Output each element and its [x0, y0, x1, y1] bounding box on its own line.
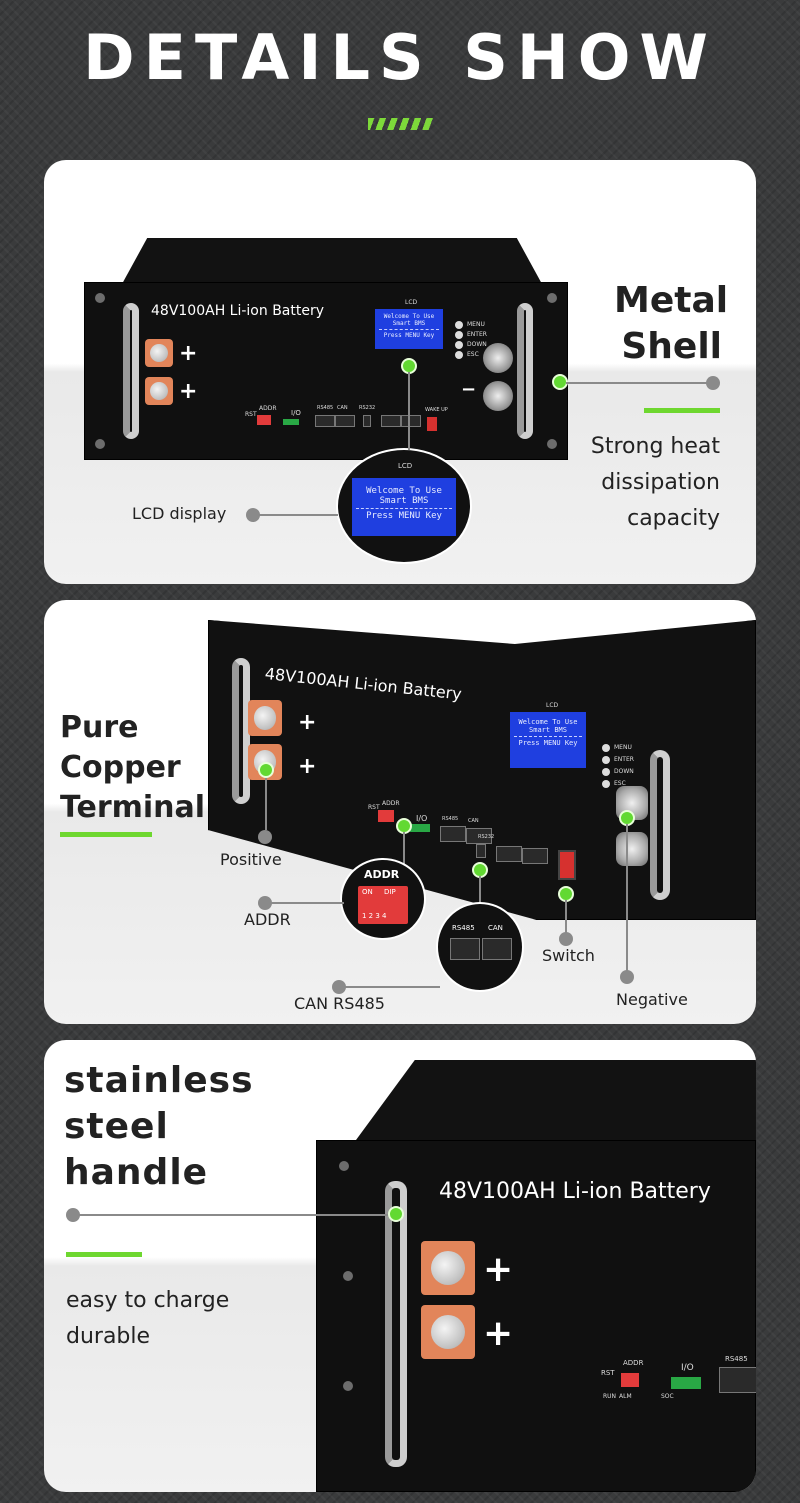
- callout-can-rs485: CAN RS485: [294, 994, 385, 1013]
- battery-front-panel: 48V100AH Li-ion Battery + + RST ADDR RUN…: [316, 1140, 756, 1492]
- battery-model-label: 48V100AH Li-ion Battery: [151, 303, 325, 319]
- callout-lcd-display: LCD display: [132, 504, 227, 523]
- handle-left: [123, 303, 139, 439]
- negative-terminal-2: [483, 381, 513, 411]
- heading-shell: Shell: [621, 326, 722, 367]
- card-metal-shell: 48V100AH Li-ion Battery + + LCD Welcome …: [44, 160, 756, 584]
- negative-terminal-2: [616, 832, 648, 866]
- heading-steel: steel: [64, 1106, 169, 1147]
- positive-terminal-2: [145, 377, 173, 405]
- accent-stripes: [368, 118, 434, 130]
- page-title: DETAILS SHOW: [83, 21, 717, 94]
- battery-top-lid: [122, 238, 542, 284]
- callout-negative: Negative: [616, 990, 688, 1009]
- negative-terminal: [483, 343, 513, 373]
- desc-line-2: durable: [66, 1324, 151, 1349]
- desc-line-3: capacity: [627, 506, 720, 531]
- desc-line-2: dissipation: [601, 470, 720, 495]
- addr-zoom-circle: ADDR ON DIP 1 2 3 4: [340, 858, 426, 940]
- desc-line-1: Strong heat: [590, 434, 720, 459]
- desc-line-1: easy to charge: [66, 1288, 230, 1313]
- heading-metal: Metal: [614, 280, 729, 321]
- battery-top-lid: [356, 1060, 756, 1140]
- positive-terminal: [421, 1241, 475, 1295]
- battery-model-label: 48V100AH Li-ion Battery: [439, 1179, 711, 1204]
- callout-switch: Switch: [542, 946, 595, 965]
- heading-stainless: stainless: [64, 1060, 254, 1101]
- heading-copper: Copper: [60, 750, 181, 785]
- positive-terminal: [145, 339, 173, 367]
- heading-underline: [644, 408, 720, 413]
- handle-steel: [385, 1181, 407, 1467]
- heading-underline: [60, 832, 152, 837]
- card-steel-handle: 48V100AH Li-ion Battery + + RST ADDR RUN…: [44, 1040, 756, 1492]
- callout-addr: ADDR: [244, 910, 291, 929]
- heading-underline: [66, 1252, 142, 1257]
- heading-handle: handle: [64, 1152, 209, 1193]
- heading-pure: Pure: [60, 710, 139, 745]
- card-copper-terminal: 48V100AH Li-ion Battery + + LCD Welcome …: [44, 600, 756, 1024]
- positive-terminal: [248, 700, 282, 736]
- handle-left: [232, 658, 250, 804]
- heading-terminal: Terminal: [60, 790, 206, 825]
- callout-positive: Positive: [220, 850, 282, 869]
- handle-right: [650, 750, 670, 900]
- handle-pointer-dot: [388, 1206, 404, 1222]
- battery-front-panel: 48V100AH Li-ion Battery + + LCD Welcome …: [84, 282, 568, 460]
- positive-terminal-2: [421, 1305, 475, 1359]
- ports-zoom-circle: RS485 CAN: [436, 902, 524, 992]
- handle-right: [517, 303, 533, 439]
